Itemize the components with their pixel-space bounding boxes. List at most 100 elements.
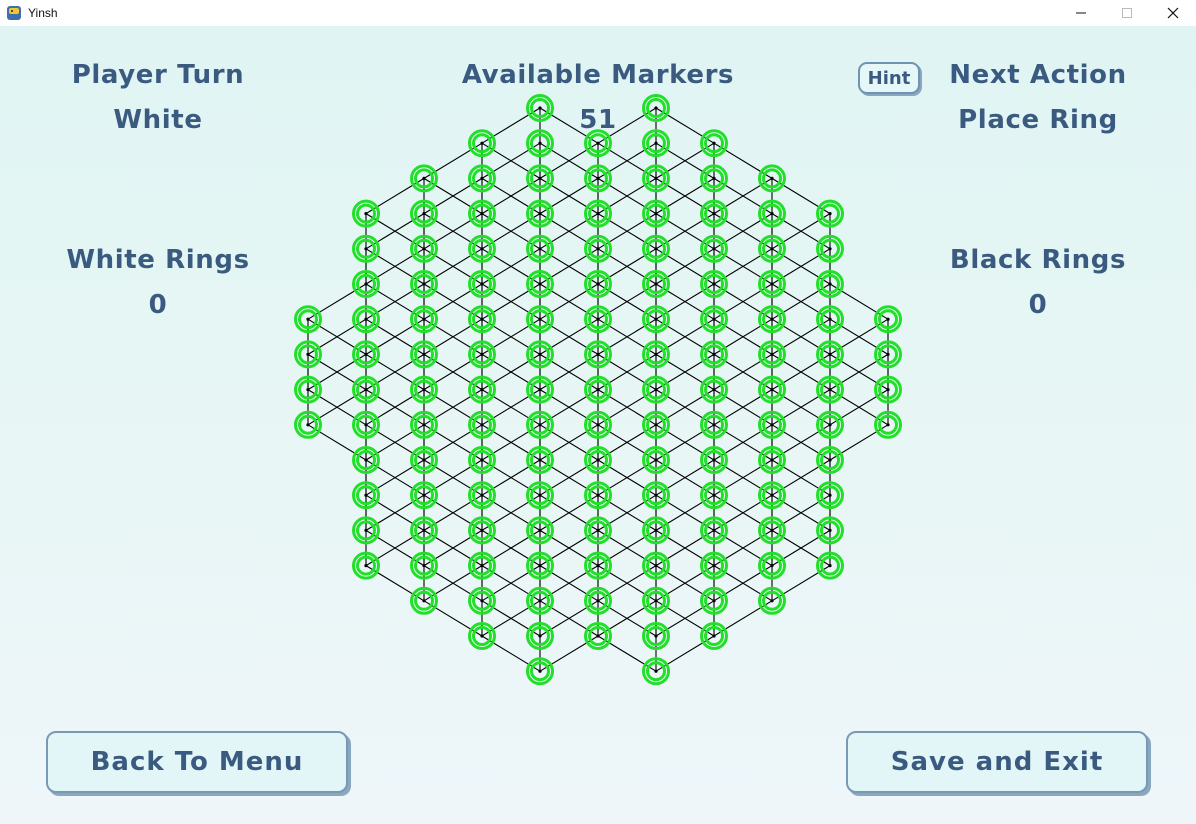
board-point[interactable] bbox=[816, 516, 844, 545]
board-point[interactable] bbox=[642, 270, 670, 298]
board-point[interactable] bbox=[642, 516, 670, 545]
board-point[interactable] bbox=[294, 410, 322, 439]
board-point[interactable] bbox=[352, 270, 380, 298]
board-point[interactable] bbox=[468, 340, 496, 369]
board-point[interactable] bbox=[468, 199, 496, 228]
board-point[interactable] bbox=[700, 622, 728, 650]
board-point[interactable] bbox=[642, 586, 670, 615]
board-point[interactable] bbox=[584, 164, 612, 193]
board-point[interactable] bbox=[294, 375, 322, 404]
board-point[interactable] bbox=[410, 586, 438, 615]
board-point[interactable] bbox=[642, 129, 670, 158]
board-point[interactable] bbox=[642, 340, 670, 369]
minimize-button[interactable] bbox=[1058, 0, 1104, 26]
board-point[interactable] bbox=[584, 551, 612, 580]
board-point[interactable] bbox=[468, 516, 496, 545]
board-point[interactable] bbox=[642, 551, 670, 580]
board-point[interactable] bbox=[758, 551, 786, 580]
maximize-button[interactable] bbox=[1104, 0, 1150, 26]
board-point[interactable] bbox=[758, 270, 786, 298]
board-point[interactable] bbox=[700, 305, 728, 334]
board-point[interactable] bbox=[758, 410, 786, 439]
board-point[interactable] bbox=[816, 551, 844, 580]
board-point[interactable] bbox=[526, 516, 554, 545]
board-point[interactable] bbox=[584, 234, 612, 263]
board-point[interactable] bbox=[642, 446, 670, 474]
board-point[interactable] bbox=[642, 657, 670, 686]
board-point[interactable] bbox=[700, 481, 728, 510]
board-point[interactable] bbox=[526, 446, 554, 474]
hint-button[interactable]: Hint bbox=[858, 62, 920, 94]
board-point[interactable] bbox=[410, 164, 438, 193]
board-point[interactable] bbox=[468, 586, 496, 615]
board-point[interactable] bbox=[642, 305, 670, 334]
board-point[interactable] bbox=[758, 481, 786, 510]
board-point[interactable] bbox=[526, 270, 554, 298]
board-point[interactable] bbox=[700, 446, 728, 474]
board-point[interactable] bbox=[700, 270, 728, 298]
board-point[interactable] bbox=[584, 340, 612, 369]
board-point[interactable] bbox=[584, 129, 612, 158]
board-point[interactable] bbox=[526, 94, 554, 122]
board-point[interactable] bbox=[758, 375, 786, 404]
board-point[interactable] bbox=[584, 622, 612, 650]
board-point[interactable] bbox=[410, 270, 438, 298]
board-point[interactable] bbox=[700, 410, 728, 439]
board-point[interactable] bbox=[468, 622, 496, 650]
board-point[interactable] bbox=[584, 199, 612, 228]
board-point[interactable] bbox=[352, 551, 380, 580]
board-point[interactable] bbox=[352, 516, 380, 545]
board-point[interactable] bbox=[700, 129, 728, 158]
board-point[interactable] bbox=[874, 410, 902, 439]
board-point[interactable] bbox=[526, 164, 554, 193]
board-point[interactable] bbox=[816, 375, 844, 404]
board-point[interactable] bbox=[584, 586, 612, 615]
board-point[interactable] bbox=[352, 199, 380, 228]
board-point[interactable] bbox=[294, 340, 322, 369]
board-point[interactable] bbox=[526, 340, 554, 369]
board-point[interactable] bbox=[816, 305, 844, 334]
board-point[interactable] bbox=[468, 446, 496, 474]
board-point[interactable] bbox=[468, 234, 496, 263]
board-point[interactable] bbox=[526, 551, 554, 580]
board-point[interactable] bbox=[642, 481, 670, 510]
board-point[interactable] bbox=[874, 375, 902, 404]
board-point[interactable] bbox=[816, 234, 844, 263]
board-points[interactable] bbox=[294, 94, 902, 686]
board-point[interactable] bbox=[758, 164, 786, 193]
board-point[interactable] bbox=[410, 481, 438, 510]
board-point[interactable] bbox=[526, 129, 554, 158]
board-point[interactable] bbox=[468, 551, 496, 580]
board-point[interactable] bbox=[410, 375, 438, 404]
board-point[interactable] bbox=[352, 410, 380, 439]
board-point[interactable] bbox=[526, 622, 554, 650]
board-point[interactable] bbox=[410, 551, 438, 580]
board-point[interactable] bbox=[642, 375, 670, 404]
board-point[interactable] bbox=[468, 481, 496, 510]
board-point[interactable] bbox=[294, 305, 322, 334]
save-and-exit-button[interactable]: Save and Exit bbox=[846, 731, 1148, 793]
board-point[interactable] bbox=[700, 164, 728, 193]
board-point[interactable] bbox=[352, 375, 380, 404]
board-point[interactable] bbox=[352, 234, 380, 263]
board-point[interactable] bbox=[700, 516, 728, 545]
board-point[interactable] bbox=[410, 199, 438, 228]
board-point[interactable] bbox=[584, 305, 612, 334]
board-point[interactable] bbox=[700, 586, 728, 615]
board-point[interactable] bbox=[758, 340, 786, 369]
board-point[interactable] bbox=[352, 340, 380, 369]
board-point[interactable] bbox=[700, 375, 728, 404]
board-point[interactable] bbox=[526, 657, 554, 686]
board-point[interactable] bbox=[526, 481, 554, 510]
board-point[interactable] bbox=[700, 340, 728, 369]
board-point[interactable] bbox=[468, 375, 496, 404]
board-point[interactable] bbox=[700, 199, 728, 228]
board-point[interactable] bbox=[642, 94, 670, 122]
close-button[interactable] bbox=[1150, 0, 1196, 26]
board-point[interactable] bbox=[352, 481, 380, 510]
board-point[interactable] bbox=[758, 234, 786, 263]
board-point[interactable] bbox=[410, 340, 438, 369]
board-point[interactable] bbox=[468, 410, 496, 439]
board-point[interactable] bbox=[468, 270, 496, 298]
